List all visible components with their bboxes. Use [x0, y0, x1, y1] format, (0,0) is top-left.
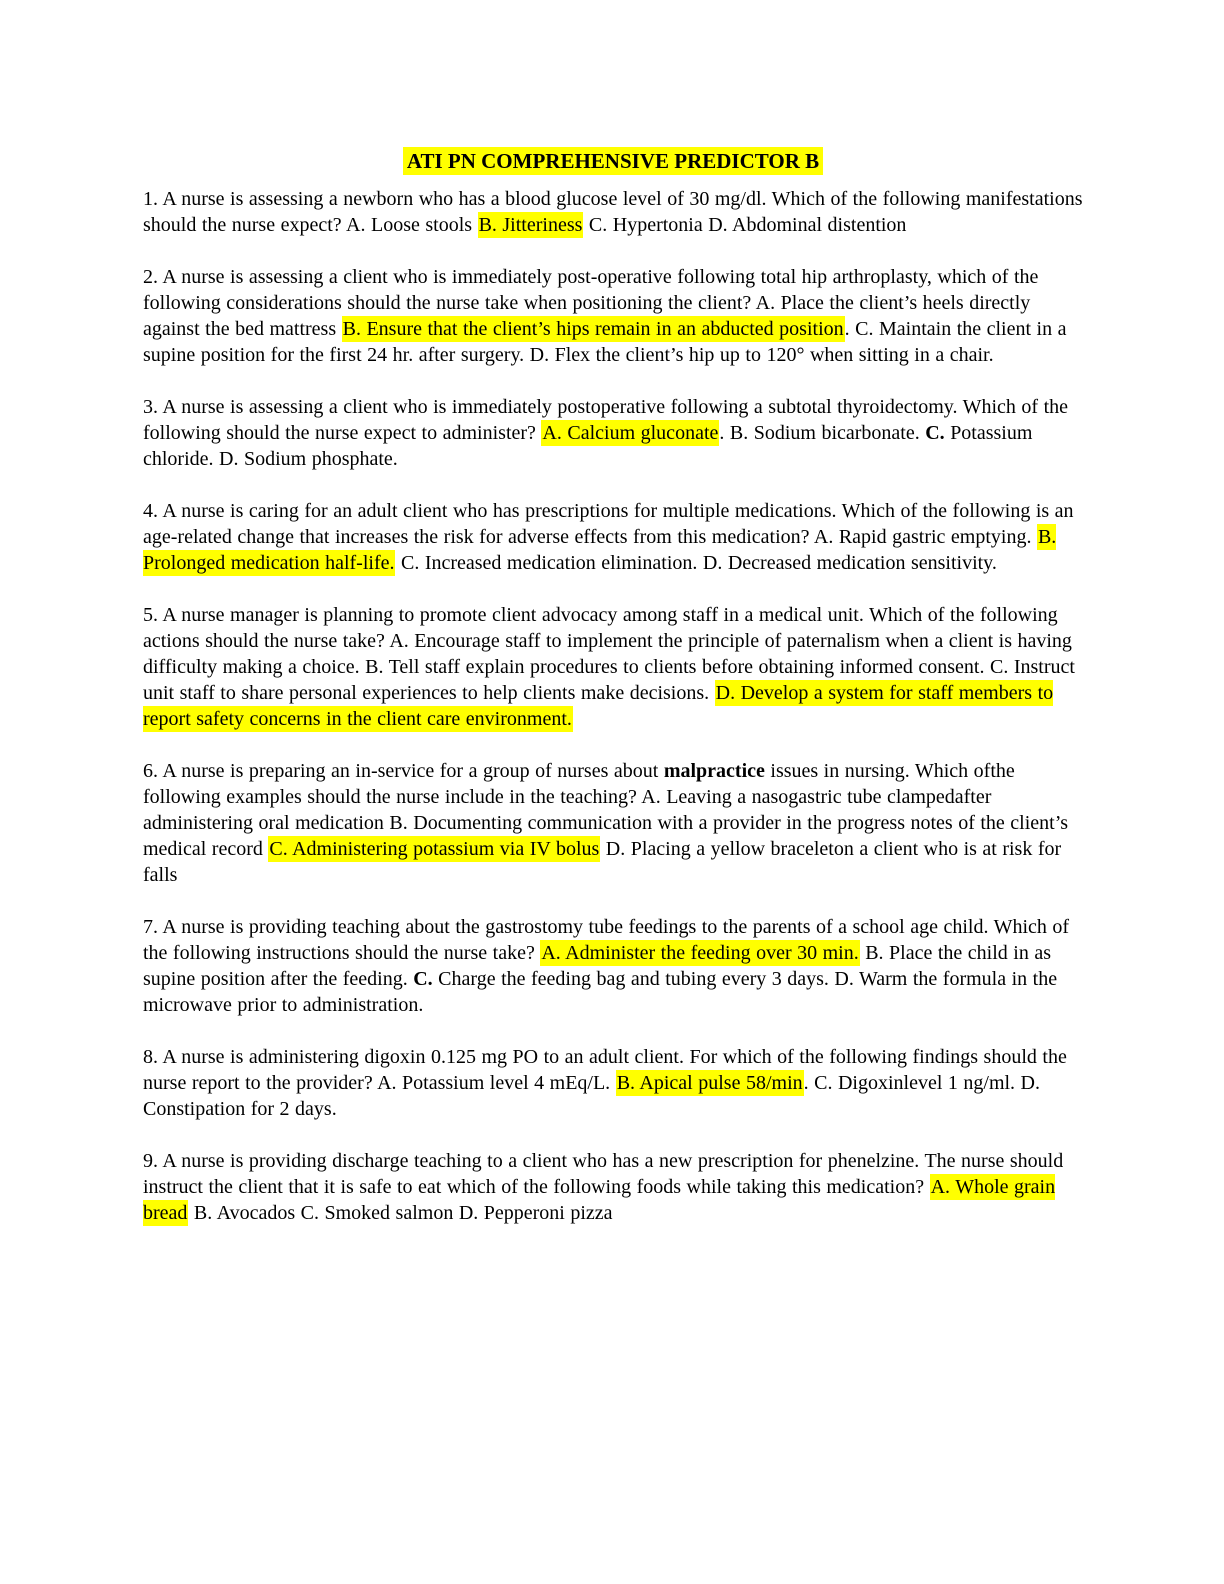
question-text: 3. A nurse is assessing a client who is …	[143, 396, 1069, 444]
document-page: ATI PN COMPREHENSIVE PREDICTOR B 1. A nu…	[143, 147, 1083, 1252]
question-2: 2. A nurse is assessing a client who is …	[143, 264, 1083, 368]
question-text: C. Hypertonia D. Abdominal distention	[583, 214, 907, 236]
question-9: 9. A nurse is providing discharge teachi…	[143, 1148, 1083, 1226]
highlighted-answer: B. Apical pulse 58/min	[615, 1070, 804, 1096]
question-text: . C. Maintain the client in a supine pos…	[143, 318, 1067, 366]
bold-text: C.	[925, 422, 945, 444]
question-3: 3. A nurse is assessing a client who is …	[143, 394, 1083, 472]
bold-text: C.	[413, 968, 433, 990]
questions-container: 1. A nurse is assessing a newborn who ha…	[143, 186, 1083, 1226]
highlighted-answer: C. Administering potassium via IV bolus	[268, 836, 601, 862]
bold-text: malpractice	[663, 760, 765, 782]
question-text: 8. A nurse is administering digoxin 0.12…	[143, 1046, 1067, 1094]
question-6: 6. A nurse is preparing an in-service fo…	[143, 758, 1083, 888]
question-text: B. Avocados C. Smoked salmon D. Pepperon…	[188, 1202, 613, 1224]
question-text: 1. A nurse is assessing a newborn who ha…	[143, 188, 1083, 236]
question-8: 8. A nurse is administering digoxin 0.12…	[143, 1044, 1083, 1122]
question-text: Potassium chloride. D. Sodium phosphate.	[143, 422, 1033, 470]
question-text: 5. A nurse manager is planning to promot…	[143, 604, 1075, 704]
question-7: 7. A nurse is providing teaching about t…	[143, 914, 1083, 1018]
question-text: B. Place the child in as supine position…	[143, 942, 1052, 990]
question-text: 4. A nurse is caring for an adult client…	[143, 500, 1074, 548]
question-text: 2. A nurse is assessing a client who is …	[143, 266, 1039, 340]
question-text: . B. Sodium bicarbonate.	[719, 422, 926, 444]
highlighted-answer: A. Calcium gluconate	[541, 420, 720, 446]
question-text: Charge the feeding bag and tubing every …	[143, 968, 1058, 1016]
question-5: 5. A nurse manager is planning to promot…	[143, 602, 1083, 732]
highlighted-answer: B. Jitteriness	[477, 212, 584, 238]
document-title: ATI PN COMPREHENSIVE PREDICTOR B	[143, 147, 1083, 175]
question-text: C. Increased medication elimination. D. …	[395, 552, 997, 574]
highlighted-answer: A. Administer the feeding over 30 min.	[540, 940, 860, 966]
question-text: issues in nursing. Which ofthe following…	[143, 760, 1069, 860]
question-1: 1. A nurse is assessing a newborn who ha…	[143, 186, 1083, 238]
question-text: . C. Digoxinlevel 1 ng/ml. D. Constipati…	[143, 1072, 1041, 1120]
question-text: 7. A nurse is providing teaching about t…	[143, 916, 1070, 964]
title-highlight: ATI PN COMPREHENSIVE PREDICTOR B	[402, 147, 824, 175]
question-text: D. Placing a yellow braceleton a client …	[143, 838, 1062, 886]
highlighted-answer: B. Ensure that the client’s hips remain …	[341, 316, 845, 342]
question-text: 9. A nurse is providing discharge teachi…	[143, 1150, 1064, 1198]
question-4: 4. A nurse is caring for an adult client…	[143, 498, 1083, 576]
question-text: 6. A nurse is preparing an in-service fo…	[143, 760, 664, 782]
